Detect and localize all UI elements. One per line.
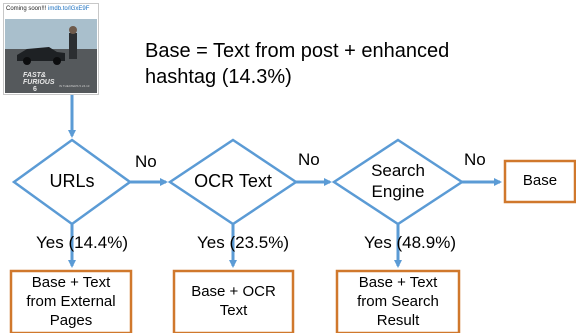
outcome-ocr-box — [172, 269, 295, 333]
yes-label-urls: Yes (14.4%) — [36, 233, 128, 252]
decision-search-line1: Search — [371, 161, 425, 180]
decision-search-label: Search Engine — [358, 160, 438, 202]
outcome-search-text: Base + Text from Search Result — [337, 273, 459, 330]
outcome-external-line3: Pages — [49, 312, 93, 329]
poster-artwork: FAST& FURIOUS 6 IN THEATERS 5.24.13 — [5, 19, 97, 93]
post-link[interactable]: imdb.to/lGxE9F — [48, 6, 90, 12]
poster-title-2: FURIOUS — [23, 79, 55, 86]
outcome-external-line2: from External — [26, 293, 116, 310]
decision-urls-label: URLs — [49, 171, 95, 191]
outcome-external-text: Base + Text from External Pages — [11, 273, 131, 330]
no-label-urls: No — [135, 152, 157, 171]
outcome-base-box — [503, 159, 576, 204]
outcome-search-line2: from Search — [357, 293, 439, 310]
outcome-ocr-line1: Base + OCR — [191, 283, 276, 300]
base-definition-caption: Base = Text from post + enhanced hashtag… — [145, 40, 450, 88]
outcome-external-box — [9, 269, 133, 333]
decision-ocr-label: OCR Text — [194, 171, 272, 191]
post-text: Coming soon!!! imdb.to/lGxE9F — [6, 6, 89, 12]
yes-label-ocr: Yes (23.5%) — [197, 233, 289, 252]
outcome-ocr-text: Base + OCR Text — [174, 282, 293, 320]
post-message: Coming soon!!! — [6, 6, 49, 12]
movie-poster-image: FAST& FURIOUS 6 IN THEATERS 5.24.13 — [5, 19, 97, 93]
outcome-search-line1: Base + Text — [358, 274, 438, 291]
person-shape — [69, 33, 77, 59]
outcome-ocr-line2: Text — [219, 302, 248, 319]
car-shape — [17, 47, 65, 61]
poster-title-3: 6 — [33, 86, 37, 93]
outcome-search-line3: Result — [376, 312, 420, 329]
no-label-ocr: No — [298, 150, 320, 169]
outcome-external-line1: Base + Text — [31, 274, 111, 291]
outcome-search-box — [335, 269, 461, 333]
poster-tagline: IN THEATERS 5.24.13 — [59, 84, 90, 88]
outcome-base-text: Base — [522, 172, 558, 189]
no-label-search: No — [464, 150, 486, 169]
decision-search-line2: Engine — [371, 182, 425, 201]
poster-title-1: FAST& — [23, 72, 46, 79]
post-card: Coming soon!!! imdb.to/lGxE9F FAST& FURI… — [3, 3, 99, 95]
yes-label-search: Yes (48.9%) — [364, 233, 456, 252]
